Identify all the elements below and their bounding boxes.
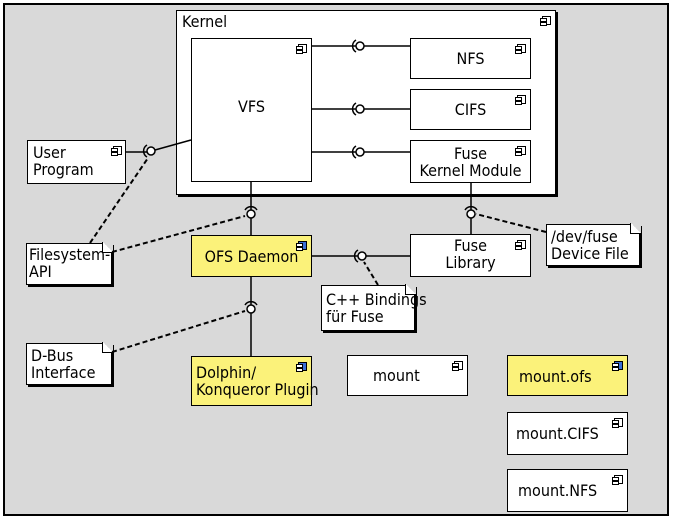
fuse-kernel-module-label: Fuse Kernel Module [419, 144, 522, 180]
user-program-component [27, 140, 126, 184]
fuse-library-label: Fuse Library [445, 236, 496, 272]
cifs-label: CIFS [454, 100, 487, 119]
vfs-ofs-interface-socket [244, 205, 258, 211]
user-program-label: User Program [33, 143, 94, 179]
nfs-component [410, 38, 531, 79]
fuse-kernel-module-component [410, 140, 531, 183]
filesystem-api-label: Filesystem- API [29, 245, 111, 281]
component-icon [515, 146, 526, 156]
component-icon [111, 146, 122, 156]
component-icon [296, 44, 307, 54]
mount-nfs-label: mount.NFS [518, 481, 598, 500]
nfs-interface-socket [351, 39, 357, 53]
component-icon [515, 44, 526, 54]
note-fold [102, 342, 113, 353]
filesystem-api-note [26, 242, 113, 285]
mount-ofs-label: mount.ofs [519, 367, 592, 386]
component-icon [540, 16, 551, 26]
component-icon [612, 418, 623, 428]
note-fold [102, 242, 113, 253]
fuse-kernel-interface-ball [355, 147, 365, 157]
user-interface-socket [142, 144, 148, 158]
vfs-label: VFS [238, 97, 265, 116]
mount-label: mount [373, 366, 420, 385]
dbus-interface-socket [244, 300, 258, 306]
dolphin-plugin-label: Dolphin/ Konqueror Plugin [196, 363, 319, 399]
mount-cifs-component [507, 412, 628, 455]
mount-component [347, 355, 468, 396]
cpp-bindings-label: C++ Bindings für Fuse [326, 290, 427, 326]
dev-fuse-note [546, 223, 641, 266]
component-icon [296, 362, 307, 372]
user-interface-ball [146, 146, 156, 156]
nfs-label: NFS [456, 49, 485, 68]
component-icon [452, 361, 463, 371]
fuse-library-component [410, 234, 531, 277]
component-icon [515, 95, 526, 105]
vfs-user-interface-link [154, 139, 192, 151]
dbus-interface-ball [246, 304, 256, 314]
component-icon [515, 240, 526, 250]
kernel-label: Kernel [182, 12, 228, 31]
mount-ofs-component [507, 355, 628, 396]
cpp-bindings-note [321, 284, 416, 331]
dev-fuse-anchor [475, 213, 547, 233]
vfs-ofs-interface-ball [246, 209, 256, 219]
dbus-interface-label: D-Bus Interface [31, 346, 96, 382]
filesystem-api-anchor-2 [111, 215, 246, 253]
component-icon [296, 241, 307, 251]
filesystem-api-anchor-1 [89, 157, 149, 244]
dbus-anchor [111, 310, 246, 353]
cpp-bindings-anchor [363, 261, 379, 286]
ofs-fuse-interface-ball [357, 251, 367, 261]
ofs-fuse-interface-socket [353, 249, 359, 263]
note-fold [630, 223, 641, 234]
nfs-interface-ball [355, 41, 365, 51]
cifs-interface-socket [351, 102, 357, 116]
cifs-interface-ball [355, 104, 365, 114]
mount-cifs-label: mount.CIFS [516, 424, 599, 443]
note-fold [405, 284, 416, 295]
dev-fuse-label: /dev/fuse Device File [551, 227, 629, 263]
fuse-lib-interface-ball [466, 209, 476, 219]
ofs-daemon-component [191, 235, 312, 277]
vfs-component [191, 38, 312, 182]
fuse-kernel-interface-socket [351, 145, 357, 159]
ofs-daemon-label: OFS Daemon [204, 247, 299, 266]
dbus-interface-note [26, 342, 113, 385]
mount-nfs-component [507, 469, 628, 512]
dolphin-plugin-component [191, 356, 312, 406]
component-icon [612, 361, 623, 371]
component-icon [612, 475, 623, 485]
cifs-component [410, 89, 531, 130]
fuse-lib-interface-socket [464, 205, 478, 211]
